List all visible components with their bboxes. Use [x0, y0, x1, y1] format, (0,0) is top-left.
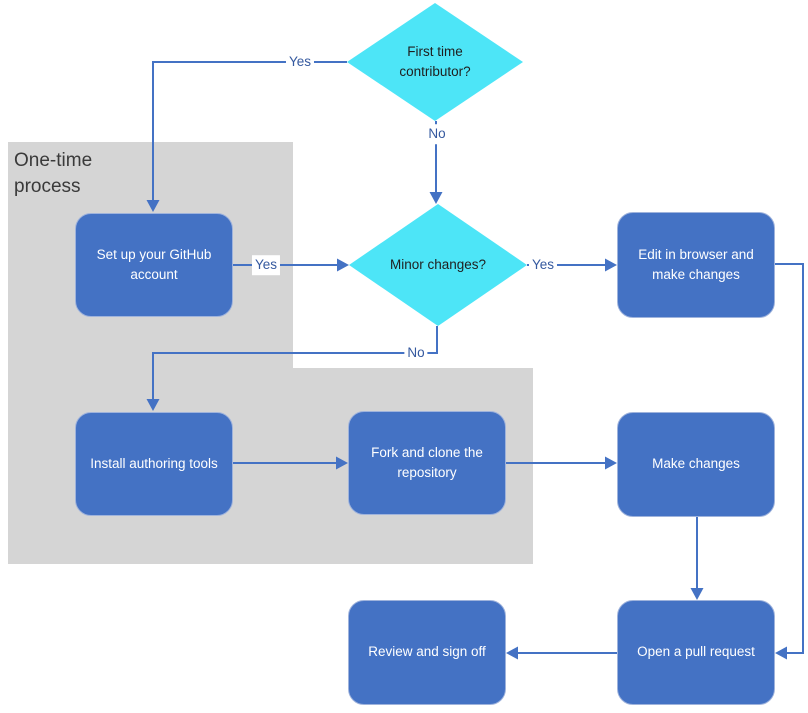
process-make-changes: Make changes [617, 412, 775, 517]
process-set-up-github-account: Set up your GitHub account [75, 213, 233, 317]
process-review-and-sign-off: Review and sign off [348, 600, 506, 705]
edge-label-yes-setup: Yes [251, 255, 281, 275]
process-open-pull-request: Open a pull request [617, 600, 775, 705]
process-label: Install authoring tools [90, 455, 218, 471]
edge-label-yes-minor-changes: Yes [528, 255, 558, 275]
process-label: Fork and clone the repository [371, 444, 483, 480]
process-fork-and-clone: Fork and clone the repository [348, 411, 506, 515]
process-label: Edit in browser and make changes [638, 246, 754, 282]
edge-firsttime-yes-to-setup [146, 61, 347, 212]
process-edit-in-browser: Edit in browser and make changes [617, 212, 775, 318]
decision-label: First time contributor? [399, 43, 471, 79]
process-label: Open a pull request [637, 644, 755, 660]
edge-install-to-fork [233, 456, 348, 470]
decision-minor-changes: Minor changes? [349, 204, 527, 326]
decision-first-time-contributor: First time contributor? [347, 3, 523, 121]
edge-label-no-minor-changes: No [404, 343, 428, 363]
edge-label-yes-first-time: Yes [285, 52, 315, 72]
edge-openpullrequest-to-review [506, 646, 617, 660]
edge-edit-to-openpullrequest [775, 263, 804, 660]
process-label: Review and sign off [368, 644, 486, 660]
decision-label: Minor changes? [389, 256, 487, 272]
edge-minorchanges-no-to-install [146, 326, 438, 411]
process-label: Make changes [652, 456, 740, 472]
edge-setup-yes-to-minorchanges [233, 258, 349, 272]
region-label: One-time process [14, 150, 93, 197]
edge-fork-to-makechanges [506, 456, 617, 470]
edge-label-no-first-time: No [425, 124, 449, 144]
process-label: Set up your GitHub account [96, 246, 212, 282]
process-install-authoring-tools: Install authoring tools [75, 412, 233, 516]
edge-makechanges-to-openpullrequest [690, 517, 704, 600]
